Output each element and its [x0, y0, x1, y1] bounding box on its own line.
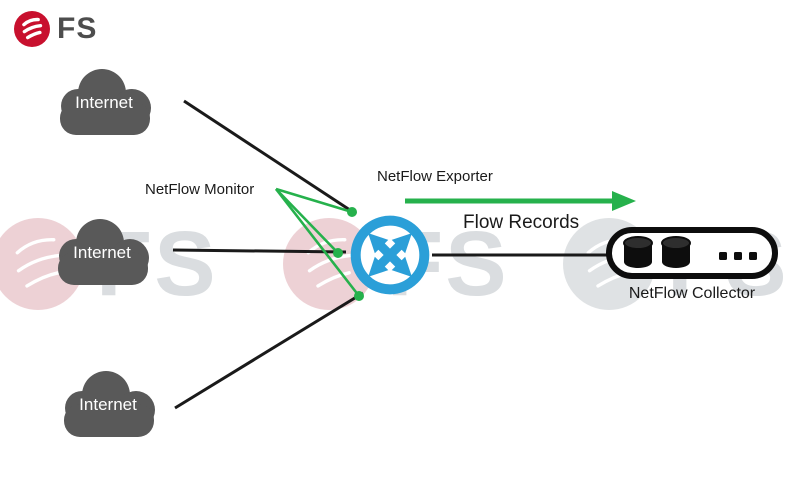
- monitor-pointer-dots: [333, 207, 364, 301]
- internet-cloud-bottom: Internet: [48, 362, 168, 442]
- database-icons: [623, 236, 691, 268]
- monitor-pointer-lines: [276, 189, 359, 296]
- flow-records-label: Flow Records: [463, 212, 580, 233]
- cloud-label: Internet: [73, 243, 131, 263]
- database-icon: [661, 236, 691, 268]
- link-internet-middle: [173, 250, 346, 252]
- netflow-collector-label: NetFlow Collector: [628, 285, 756, 302]
- fs-logo: FS: [14, 11, 97, 47]
- link-internet-top: [184, 101, 356, 214]
- flow-records-arrow: [405, 191, 636, 211]
- link-internet-bottom: [175, 293, 363, 408]
- cloud-label: Internet: [75, 93, 133, 113]
- netflow-exporter-label: NetFlow Exporter: [377, 168, 493, 185]
- internet-cloud-middle: Internet: [42, 210, 162, 290]
- cloud-label: Internet: [79, 395, 137, 415]
- netflow-monitor-label: NetFlow Monitor: [145, 181, 255, 198]
- collector-box: [606, 227, 778, 279]
- ellipsis-icon: [719, 252, 757, 260]
- fs-logo-icon: [14, 11, 50, 47]
- router-icon: [346, 211, 434, 299]
- cloud-icon: [60, 69, 151, 135]
- cloud-icon: [58, 219, 149, 285]
- internet-cloud-top: Internet: [44, 60, 164, 140]
- database-icon: [623, 236, 653, 268]
- fs-logo-text: FS: [57, 12, 98, 45]
- cloud-icon: [64, 371, 155, 437]
